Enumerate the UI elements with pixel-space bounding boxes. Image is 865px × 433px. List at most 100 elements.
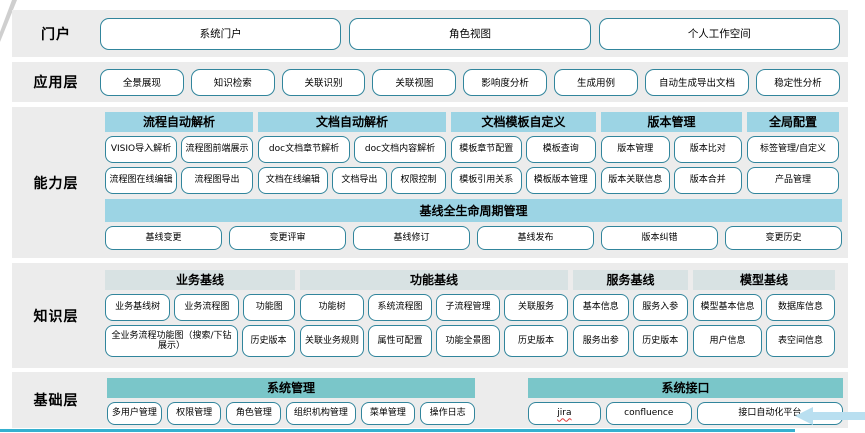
diagram-box: 数据库信息 — [766, 294, 835, 322]
group-service-baseline: 服务基线 基本信息 服务入参 服务出参 历史版本 — [573, 270, 688, 358]
diagram-box: 系统流程图 — [368, 294, 432, 322]
diagram-box: 版本管理 — [601, 136, 670, 164]
left-arrow-shape — [795, 407, 865, 425]
diagram-box: 多用户管理 — [107, 402, 162, 426]
diagram-box: 产品管理 — [747, 167, 839, 195]
layer-label-application: 应用层 — [33, 75, 79, 91]
diagram-box: 表空间信息 — [766, 325, 835, 358]
application-layer-band: 应用层 全景展现 知识检索 关联识别 关联视图 影响度分析 生成用例 自动生成导… — [12, 62, 848, 102]
diagram-box: doc文档内容解析 — [354, 136, 446, 164]
diagram-box: 权限控制 — [390, 167, 446, 195]
layer-label-capability: 能力层 — [33, 175, 79, 192]
diagram-box: 权限管理 — [166, 402, 222, 426]
diagram-box: 全景展现 — [100, 68, 184, 96]
diagram-box: 基线变更 — [105, 226, 222, 251]
diagram-box: 功能树 — [300, 294, 364, 322]
group-process-auto-parse: 流程自动解析 VISIO导入解析 流程图前端展示 流程图在线编辑 流程图导出 — [105, 112, 253, 195]
diagram-box: 文档在线编辑 — [258, 167, 328, 195]
group-header-system-management: 系统管理 — [107, 378, 475, 399]
group-header-process-auto-parse: 流程自动解析 — [105, 112, 253, 133]
diagram-box: 版本关联信息 — [601, 167, 670, 195]
diagram-box: 生成用例 — [554, 68, 638, 96]
diagram-box: 版本比对 — [673, 136, 742, 164]
group-system-management: 系统管理 多用户管理 权限管理 角色管理 组织机构管理 菜单管理 操作日志 — [107, 378, 476, 426]
diagram-box: 流程图导出 — [181, 167, 253, 195]
group-header-system-interface: 系统接口 — [528, 378, 843, 399]
bottom-accent-line — [0, 429, 795, 432]
diagram-box: 操作日志 — [420, 402, 476, 426]
baseline-lifecycle-header: 基线全生命周期管理 — [105, 199, 842, 223]
group-header-global-config: 全局配置 — [747, 112, 839, 133]
diagram-box: 基线修订 — [353, 226, 470, 251]
group-business-baseline: 业务基线 业务基线树 业务流程图 功能图 全业务流程功能图（搜索/下钻展示） 历… — [105, 270, 295, 358]
group-header-doc-template-custom: 文档模板自定义 — [451, 112, 596, 133]
diagram-box: 版本合并 — [673, 167, 742, 195]
diagram-box-system-portal: 系统门户 — [100, 17, 342, 50]
diagram-box: 基本信息 — [573, 294, 629, 322]
group-header-version-management: 版本管理 — [601, 112, 742, 133]
diagram-box: 业务流程图 — [174, 294, 240, 322]
diagram-box: doc文档章节解析 — [258, 136, 350, 164]
group-header-model-baseline: 模型基线 — [693, 270, 835, 291]
diagram-box: 流程图在线编辑 — [105, 167, 177, 195]
diagram-box: 属性可配置 — [368, 325, 432, 358]
diagram-box: 影响度分析 — [463, 68, 548, 96]
diagram-box-role-view: 角色视图 — [349, 17, 591, 50]
diagram-box: 模板章节配置 — [451, 136, 522, 164]
diagram-box: 服务入参 — [632, 294, 688, 322]
diagram-box: 角色管理 — [226, 402, 282, 426]
diagram-box: 标签管理/自定义 — [747, 136, 839, 164]
group-version-management: 版本管理 版本管理 版本比对 版本关联信息 版本合并 — [601, 112, 742, 195]
diagram-box-jira: jira — [528, 402, 601, 426]
diagram-box: 关联服务 — [504, 294, 568, 322]
group-header-service-baseline: 服务基线 — [573, 270, 688, 291]
layer-label-knowledge: 知识层 — [33, 308, 79, 325]
diagram-box: 用户信息 — [693, 325, 762, 358]
portal-layer-band: 门户 系统门户 角色视图 个人工作空间 — [12, 10, 848, 57]
diagram-box: VISIO导入解析 — [105, 136, 177, 164]
diagram-box: 关联业务规则 — [300, 325, 364, 358]
diagram-box: 模板引用关系 — [451, 167, 522, 195]
diagram-box: 知识检索 — [190, 68, 275, 96]
diagram-box: 关联视图 — [372, 68, 457, 96]
foundation-layer-band: 基础层 系统管理 多用户管理 权限管理 角色管理 组织机构管理 菜单管理 操作日… — [12, 372, 848, 428]
layer-label-foundation: 基础层 — [33, 393, 79, 409]
group-doc-auto-parse: 文档自动解析 doc文档章节解析 doc文档内容解析 文档在线编辑 文档导出 权… — [258, 112, 446, 195]
diagram-box: 历史版本 — [241, 325, 295, 358]
diagram-box: 功能全景图 — [436, 325, 500, 358]
corner-fold-highlight — [0, 0, 12, 32]
diagram-box: 关联识别 — [281, 68, 366, 96]
capability-layer-band: 能力层 流程自动解析 VISIO导入解析 流程图前端展示 流程图在线编辑 流程图… — [12, 107, 848, 258]
diagram-box: 历史版本 — [632, 325, 688, 358]
diagram-box: 基线发布 — [477, 226, 594, 251]
diagram-box: 菜单管理 — [360, 402, 416, 426]
group-header-business-baseline: 业务基线 — [105, 270, 295, 291]
diagram-box: 模型基本信息 — [693, 294, 762, 322]
diagram-box: 功能图 — [243, 294, 295, 322]
group-global-config: 全局配置 标签管理/自定义 产品管理 — [747, 112, 839, 195]
diagram-box-personal-workspace: 个人工作空间 — [598, 17, 840, 50]
group-header-doc-auto-parse: 文档自动解析 — [258, 112, 446, 133]
group-doc-template-custom: 文档模板自定义 模板章节配置 模板查询 模板引用关系 模板版本管理 — [451, 112, 596, 195]
diagram-box: 全业务流程功能图（搜索/下钻展示） — [105, 325, 238, 358]
diagram-box: 服务出参 — [573, 325, 629, 358]
jira-label: jira — [557, 408, 572, 419]
diagram-box: 自动生成导出文档 — [644, 68, 750, 96]
diagram-box: 模板版本管理 — [525, 167, 596, 195]
diagram-box-confluence: confluence — [605, 402, 692, 426]
diagram-box: 变更历史 — [725, 226, 842, 251]
diagram-box: 稳定性分析 — [756, 68, 840, 96]
group-model-baseline: 模型基线 模型基本信息 数据库信息 用户信息 表空间信息 — [693, 270, 835, 358]
group-function-baseline: 功能基线 功能树 系统流程图 子流程管理 关联服务 关联业务规则 属性可配置 功… — [300, 270, 568, 358]
diagram-box: 流程图前端展示 — [181, 136, 253, 164]
diagram-box: 组织机构管理 — [286, 402, 356, 426]
diagram-box: 变更评审 — [229, 226, 346, 251]
diagram-box: 历史版本 — [504, 325, 568, 358]
diagram-box: 业务基线树 — [105, 294, 171, 322]
group-header-function-baseline: 功能基线 — [300, 270, 568, 291]
diagram-box: 版本纠错 — [601, 226, 718, 251]
knowledge-layer-band: 知识层 业务基线 业务基线树 业务流程图 功能图 全业务流程功能图（搜索/下钻展… — [12, 263, 848, 368]
diagram-box: 文档导出 — [331, 167, 387, 195]
layer-label-portal: 门户 — [41, 26, 71, 43]
diagram-box: 子流程管理 — [436, 294, 500, 322]
